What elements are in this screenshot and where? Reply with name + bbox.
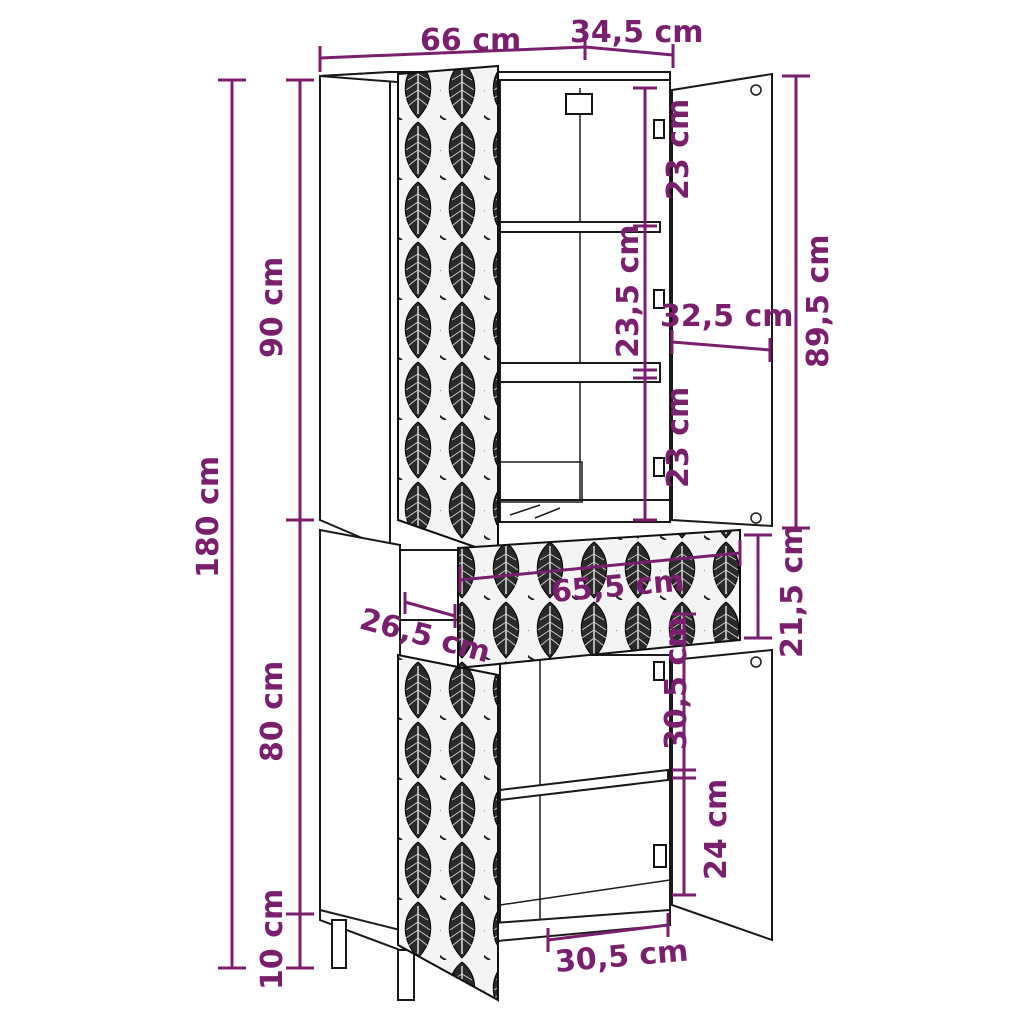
lower-shelf	[499, 768, 669, 802]
label-shelf-gap-2: 23,5 cm	[611, 224, 646, 358]
upper-right-door	[671, 72, 773, 528]
upper-left-door	[397, 64, 499, 557]
label-door-height-upper: 89,5 cm	[801, 234, 836, 368]
label-lower-gap-1: 30,5 cm	[659, 616, 694, 750]
lower-right-door	[671, 648, 773, 942]
side-panel	[319, 70, 391, 552]
label-lower-inner-width: 30,5 cm	[554, 933, 690, 980]
upper-compartment	[499, 79, 671, 521]
hinge-icon	[653, 661, 665, 681]
label-leg-height: 10 cm	[255, 889, 290, 990]
leg-front	[397, 949, 415, 1001]
label-lower-gap-2: 24 cm	[699, 779, 734, 880]
hinge-icon	[653, 289, 665, 309]
label-inner-depth: 32,5 cm	[660, 299, 794, 334]
label-depth-top: 34,5 cm	[570, 15, 704, 50]
dimension-lines	[218, 36, 810, 970]
lower-left-door	[397, 653, 499, 1002]
hinges	[565, 93, 667, 868]
hinge-icon	[565, 93, 593, 115]
label-width-top: 66 cm	[420, 23, 521, 58]
doors	[397, 64, 773, 1002]
hinge-icon	[653, 844, 667, 868]
label-drawer-height: 21,5 cm	[775, 524, 810, 658]
cabinet-body	[319, 70, 671, 1001]
hinge-icon	[653, 457, 665, 477]
label-height-upper: 90 cm	[255, 257, 290, 358]
drawer	[399, 528, 741, 670]
label-height-lower: 80 cm	[255, 661, 290, 762]
label-height-total: 180 cm	[191, 456, 226, 578]
upper-bottom	[499, 499, 671, 523]
upper-shelf-2	[499, 362, 661, 383]
hinge-icon	[653, 119, 665, 139]
drawer-front	[457, 528, 741, 670]
lower-side-panel	[319, 528, 401, 952]
upper-shelf-1	[499, 221, 661, 233]
label-shelf-gap-3: 23 cm	[661, 387, 696, 488]
label-shelf-gap-1: 23 cm	[661, 99, 696, 200]
leg-left	[331, 919, 347, 969]
